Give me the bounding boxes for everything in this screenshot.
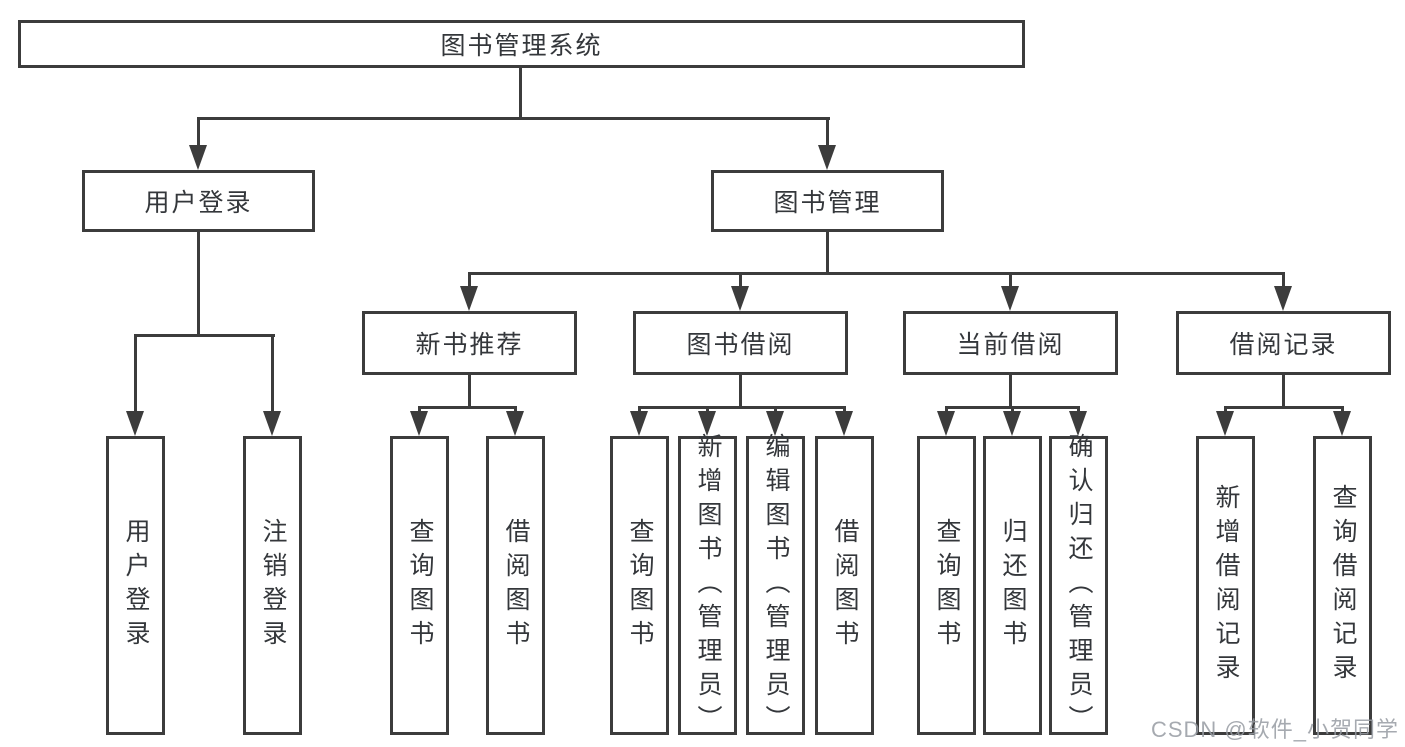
- leaf-user-login-label: 用户登录: [122, 517, 150, 654]
- arrow-down-icon: [1003, 411, 1021, 436]
- leaf-bb-add-books-admin: 新增图书（管理员）: [678, 433, 737, 739]
- node-new-book-recommend-label: 新书推荐: [415, 331, 524, 359]
- connector-line: [739, 272, 742, 289]
- connector-line: [514, 406, 517, 413]
- connector-line: [418, 406, 517, 409]
- arrow-down-icon: [835, 411, 853, 436]
- node-book-management-label: 图书管理: [773, 189, 882, 217]
- leaf-bb-query-books-label: 查询图书: [626, 517, 654, 654]
- connector-line: [1077, 406, 1080, 413]
- connector-line: [1341, 406, 1344, 413]
- leaf-nb-borrow-books: 借阅图书: [486, 436, 545, 735]
- connector-line: [197, 117, 830, 120]
- leaf-cb-query-books-label: 查询图书: [933, 517, 961, 654]
- leaf-nb-query-books: 查询图书: [390, 436, 449, 735]
- arrow-down-icon: [937, 411, 955, 436]
- connector-line: [843, 406, 846, 413]
- leaf-logout: 注销登录: [243, 436, 302, 735]
- arrow-down-icon: [126, 411, 144, 436]
- arrow-down-icon: [1216, 411, 1234, 436]
- leaf-rc-add-record: 新增借阅记录: [1196, 436, 1255, 735]
- arrow-down-icon: [731, 286, 749, 311]
- arrow-down-icon: [630, 411, 648, 436]
- connector-line: [519, 68, 522, 118]
- leaf-cb-return-books-label: 归还图书: [999, 517, 1027, 654]
- connector-line: [418, 406, 421, 413]
- connector-line: [134, 334, 137, 414]
- connector-line: [197, 232, 200, 336]
- leaf-bb-query-books: 查询图书: [610, 436, 669, 735]
- leaf-bb-edit-books-admin: 编辑图书（管理员）: [746, 433, 805, 739]
- leaf-user-login: 用户登录: [106, 436, 165, 735]
- node-book-management: 图书管理: [711, 170, 944, 232]
- node-current-borrow-label: 当前借阅: [956, 331, 1065, 359]
- connector-line: [1009, 375, 1012, 408]
- leaf-cb-return-books: 归还图书: [983, 436, 1042, 735]
- csdn-watermark: CSDN @软件_小贺同学: [1150, 717, 1399, 742]
- arrow-down-icon: [189, 145, 207, 170]
- leaf-cb-query-books: 查询图书: [917, 436, 976, 735]
- node-root-label: 图书管理系统: [440, 32, 603, 60]
- arrow-down-icon: [698, 411, 716, 436]
- leaf-nb-borrow-books-label: 借阅图书: [502, 517, 530, 654]
- arrow-down-icon: [410, 411, 428, 436]
- connector-line: [1282, 272, 1285, 289]
- connector-line: [945, 406, 948, 413]
- node-current-borrow: 当前借阅: [903, 311, 1118, 375]
- node-new-book-recommend: 新书推荐: [362, 311, 577, 375]
- leaf-rc-query-record: 查询借阅记录: [1313, 436, 1372, 735]
- connector-line: [1224, 406, 1227, 413]
- leaf-bb-add-books-admin-label: 新增图书（管理员）: [694, 432, 722, 739]
- arrow-down-icon: [1001, 286, 1019, 311]
- leaf-bb-borrow-books-label: 借阅图书: [831, 517, 859, 654]
- connector-line: [271, 334, 274, 414]
- node-user-login-label: 用户登录: [144, 189, 253, 217]
- connector-line: [1011, 406, 1014, 413]
- connector-line: [468, 272, 471, 289]
- connector-line: [134, 334, 275, 337]
- arrow-down-icon: [766, 411, 784, 436]
- connector-line: [468, 375, 471, 408]
- connector-line: [826, 117, 829, 150]
- node-book-borrow-label: 图书借阅: [686, 331, 795, 359]
- node-user-login: 用户登录: [82, 170, 315, 232]
- arrow-down-icon: [263, 411, 281, 436]
- connector-line: [739, 375, 742, 408]
- leaf-bb-edit-books-admin-label: 编辑图书（管理员）: [762, 432, 790, 739]
- connector-line: [774, 406, 777, 413]
- connector-line: [826, 232, 829, 274]
- connector-line: [638, 406, 641, 413]
- node-root: 图书管理系统: [18, 20, 1025, 68]
- connector-line: [468, 272, 1285, 275]
- node-book-borrow: 图书借阅: [633, 311, 848, 375]
- connector-line: [1009, 272, 1012, 289]
- node-borrow-record: 借阅记录: [1176, 311, 1391, 375]
- connector-line: [1224, 406, 1344, 409]
- connector-line: [638, 406, 846, 409]
- arrow-down-icon: [1333, 411, 1351, 436]
- leaf-nb-query-books-label: 查询图书: [406, 517, 434, 654]
- leaf-logout-label: 注销登录: [259, 517, 287, 654]
- leaf-rc-query-record-label: 查询借阅记录: [1329, 483, 1357, 688]
- arrow-down-icon: [818, 145, 836, 170]
- arrow-down-icon: [1274, 286, 1292, 311]
- arrow-down-icon: [506, 411, 524, 436]
- arrow-down-icon: [460, 286, 478, 311]
- leaf-cb-confirm-return-admin: 确认归还（管理员）: [1049, 433, 1108, 739]
- connector-line: [1282, 375, 1285, 408]
- leaf-bb-borrow-books: 借阅图书: [815, 436, 874, 735]
- connector-line: [706, 406, 709, 413]
- node-borrow-record-label: 借阅记录: [1229, 331, 1338, 359]
- leaf-cb-confirm-return-admin-label: 确认归还（管理员）: [1065, 432, 1093, 739]
- arrow-down-icon: [1069, 411, 1087, 436]
- connector-line: [197, 117, 200, 150]
- leaf-rc-add-record-label: 新增借阅记录: [1212, 483, 1240, 688]
